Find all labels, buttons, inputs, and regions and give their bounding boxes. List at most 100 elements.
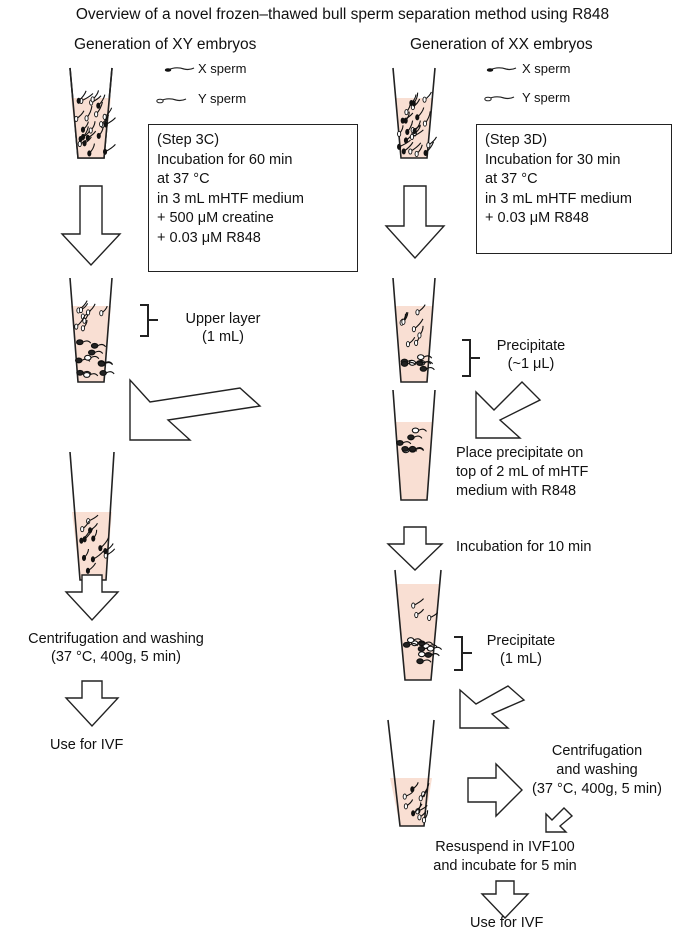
sperm-cell: [90, 90, 100, 103]
sperm-cell: [88, 121, 96, 134]
sperm-cell: [416, 658, 432, 665]
step-3c-line: at 37 °C: [157, 171, 210, 187]
sperm-cell: [411, 803, 423, 817]
sperm-cell: [421, 810, 429, 824]
precipitate-label-2: Precipitate (1 mL): [466, 632, 576, 668]
sperm-cell: [419, 365, 435, 372]
sperm-cell: [409, 129, 424, 140]
sperm-cell: [417, 325, 424, 339]
sperm-cell: [80, 121, 89, 133]
sperm-cell: [417, 354, 433, 361]
centrifugation-line: and washing: [556, 762, 638, 778]
x-sperm-icon-right: [486, 67, 517, 73]
sperm-cell: [96, 126, 104, 139]
sperm-cell: [415, 107, 425, 121]
sperm-cell: [83, 371, 99, 378]
sperm-cell: [99, 370, 115, 376]
tube-right-3: [392, 389, 436, 501]
sperm-cell: [418, 789, 428, 802]
down-arrow-right-2: [386, 526, 444, 571]
sperm-cell: [84, 354, 100, 361]
sperm-cell: [103, 143, 116, 155]
precipitate-line: Precipitate: [486, 633, 556, 649]
place-line: top of 2 mL of mHTF: [456, 464, 589, 480]
sperm-cell: [82, 528, 94, 543]
tube-right-1: [392, 67, 438, 159]
step-3d-line: (Step 3D): [485, 132, 548, 148]
sperm-cell: [78, 303, 89, 314]
sperm-cell: [406, 637, 423, 644]
sperm-cell: [401, 141, 414, 155]
sperm-cell: [96, 94, 106, 109]
sperm-cell: [74, 316, 85, 330]
centrifugation-line: (37 °C, 400g, 5 min): [532, 781, 662, 797]
sperm-cell: [99, 305, 108, 317]
diag-arrow-right-2: [459, 685, 526, 729]
sperm-cell: [102, 107, 113, 120]
down-arrow-right-3: [480, 880, 530, 920]
resuspend-line: Resuspend in IVF100: [435, 839, 575, 855]
sperm-cell: [414, 608, 425, 619]
tube-left-1: [69, 67, 116, 159]
step-3d-line: at 37 °C: [485, 171, 538, 187]
sperm-cell: [402, 791, 414, 800]
sperm-cell: [94, 101, 103, 118]
legend-x-label-left: X sperm: [198, 61, 247, 76]
sperm-cell: [426, 136, 438, 149]
place-line: medium with R848: [456, 483, 577, 499]
centrifugation-left-label: Centrifugation and washing (37 °C, 400g,…: [0, 630, 232, 666]
sperm-cell: [417, 810, 427, 821]
resuspend-label: Resuspend in IVF100 and incubate for 5 m…: [400, 838, 610, 876]
left-heading: Generation of XY embryos: [74, 36, 257, 53]
place-line: Place precipitate on: [456, 445, 584, 461]
sperm-cell: [407, 434, 423, 441]
sperm-cell: [74, 110, 85, 122]
y-sperm-icon-left: [156, 98, 187, 104]
step-3c-line: in 3 mL mHTF medium: [157, 190, 304, 207]
centrifugation-line: Centrifugation and washing: [28, 631, 204, 647]
sperm-cell: [401, 312, 409, 325]
centrifugation-line: (37 °C, 400g, 5 min): [51, 649, 181, 665]
step-3d-line: Incubation for 30 min: [485, 151, 621, 168]
sperm-cell: [412, 120, 421, 135]
diag-arrow-right-1: [475, 381, 542, 439]
sperm-cell: [411, 92, 419, 107]
sperm-cell: [78, 130, 91, 143]
sperm-cell: [410, 782, 419, 793]
sperm-cell: [87, 349, 104, 356]
y-sperm-icon-right: [484, 96, 515, 102]
sperm-cell: [81, 548, 90, 561]
down-arrow-left-1: [60, 185, 122, 267]
legend-y-label-left: Y sperm: [198, 91, 247, 106]
upper-layer-label: Upper layer (1 mL): [158, 310, 288, 346]
incubation-10-label: Incubation for 10 min: [456, 539, 592, 555]
step-3d-box: (Step 3D) Incubation for 30 min at 37 °C…: [476, 124, 672, 254]
right-arrow-centrifugation: [467, 762, 523, 818]
sperm-cell: [426, 645, 443, 652]
x-sperm-icon-left: [164, 67, 195, 73]
sperm-cell: [84, 105, 93, 122]
sperm-cell: [103, 543, 114, 555]
sperm-cell: [77, 137, 89, 148]
sperm-cell: [423, 141, 435, 157]
upper-layer-line: Upper layer: [185, 311, 261, 327]
sperm-cell: [86, 303, 96, 316]
step-3c-line: (Step 3C): [157, 132, 220, 148]
sperm-cell: [103, 117, 116, 128]
precipitate-line: (1 mL): [500, 651, 542, 667]
sperm-cell: [405, 120, 414, 136]
sperm-cell: [98, 537, 110, 552]
sperm-cell: [400, 112, 414, 124]
legend-y-label-right: Y sperm: [522, 90, 571, 105]
step-3c-box: (Step 3C) Incubation for 60 min at 37 °C…: [148, 124, 358, 272]
precipitate-label-1: Precipitate (~1 μL): [476, 337, 586, 373]
precipitate-line: (~1 μL): [507, 356, 555, 372]
small-arrow-resuspend: [545, 807, 574, 833]
sperm-cell: [415, 304, 426, 316]
sperm-cell: [417, 651, 434, 658]
sperm-cell: [76, 339, 92, 346]
precipitate-bracket-1: [462, 339, 480, 377]
right-heading: Generation of XX embryos: [410, 36, 593, 53]
figure-title: Overview of a novel frozen–thawed bull s…: [75, 6, 610, 23]
